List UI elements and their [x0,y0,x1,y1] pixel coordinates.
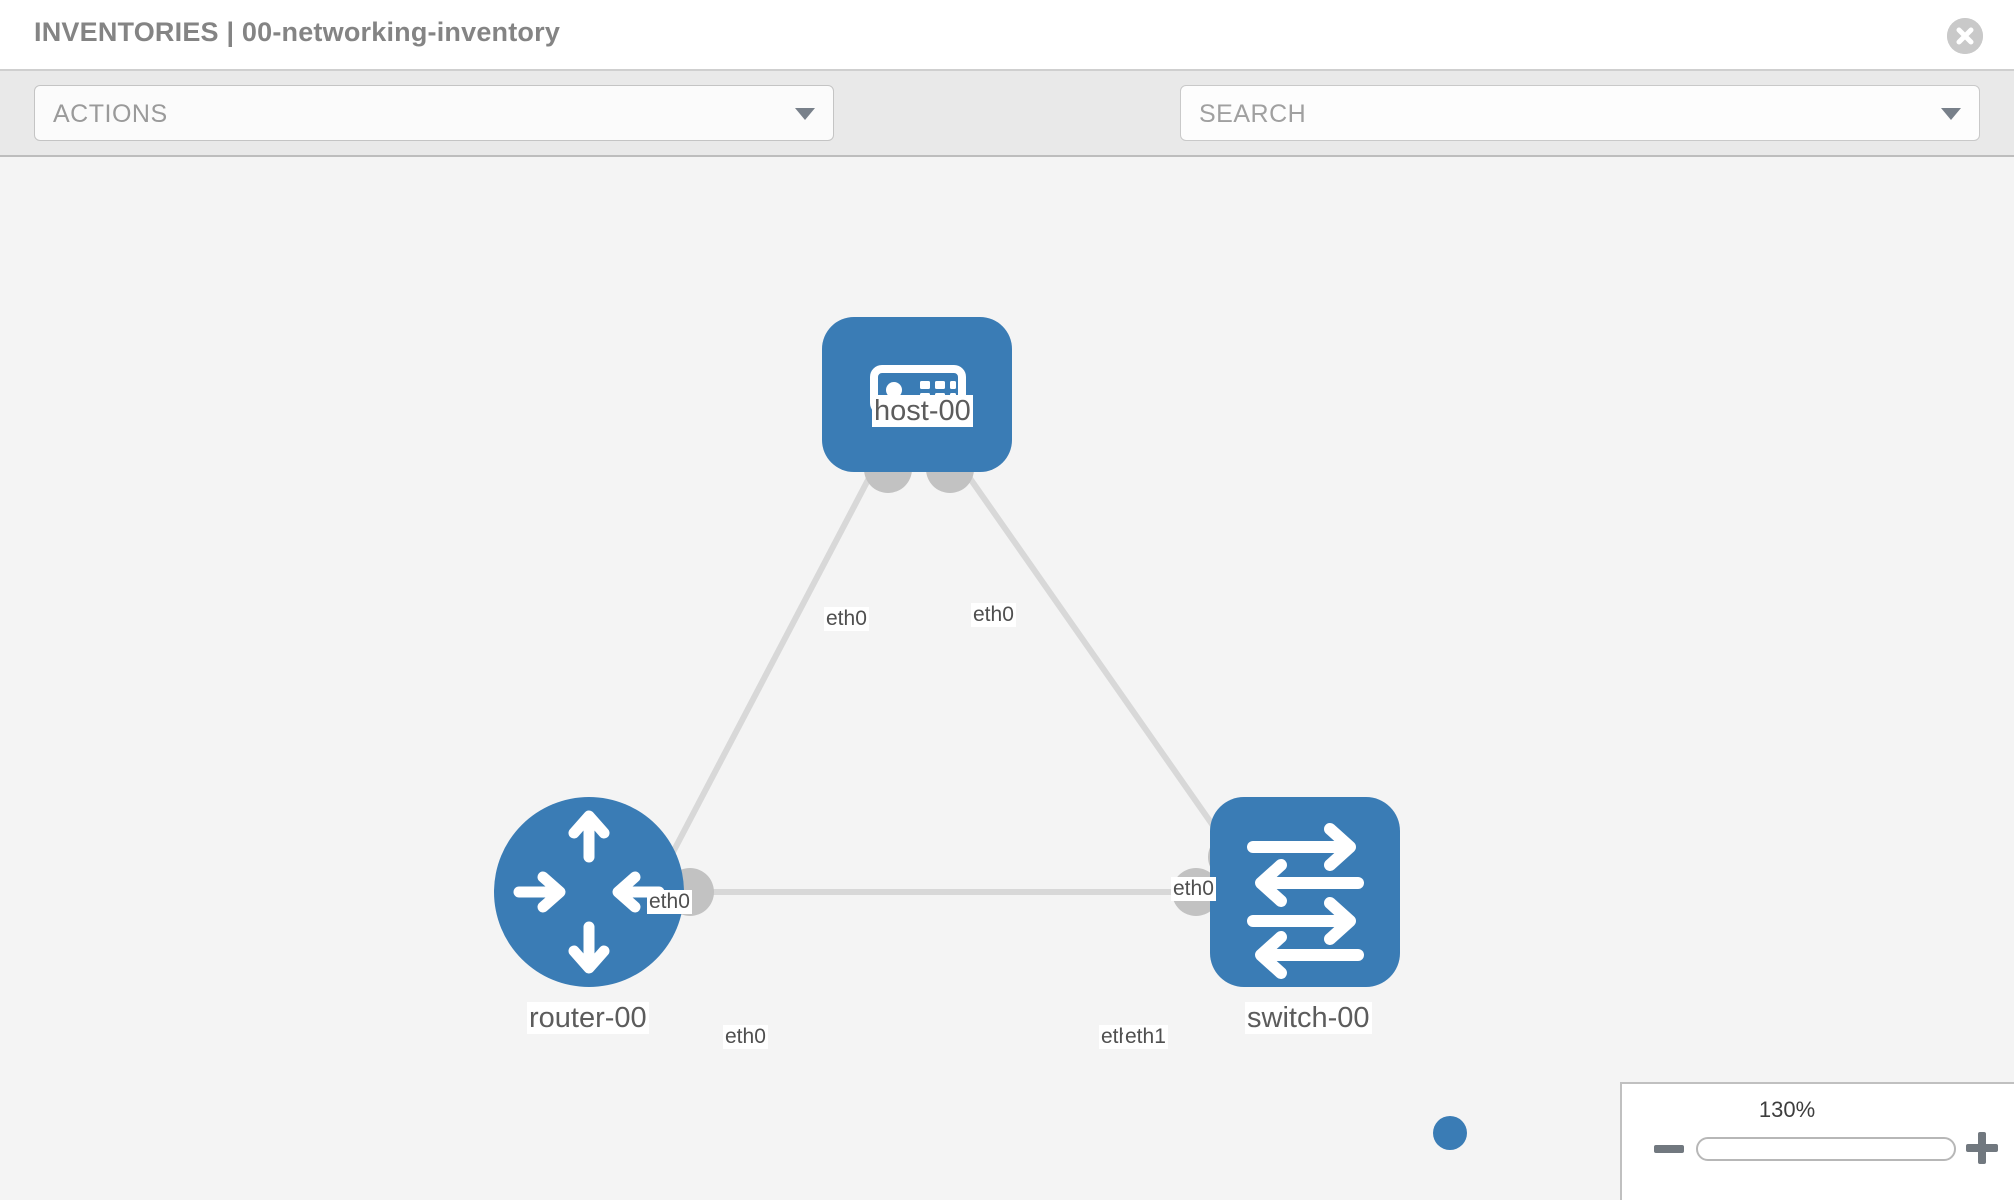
node-switch-00 [1210,797,1400,987]
page-header: INVENTORIES | 00-networking-inventory [0,0,2014,71]
topology-ports [666,445,1256,916]
node-label-host-00: host-00 [872,395,973,428]
zoom-control-panel: 130% [1620,1082,2014,1200]
zoom-level-value: 130% [1758,1097,1816,1122]
search-input[interactable]: SEARCH [1180,85,1980,141]
actions-dropdown[interactable]: ACTIONS [34,85,834,141]
node-router-00 [494,797,684,987]
router-arrows-icon [513,810,665,974]
zoom-slider-handle[interactable] [1433,1116,1467,1150]
node-label-switch-00: switch-00 [1245,1002,1372,1035]
port-label: eth0 [824,607,869,632]
link-host-switch [952,455,1238,859]
chevron-down-icon [795,108,815,120]
zoom-in-button[interactable] [1966,1132,1998,1164]
toolbar: ACTIONS SEARCH [0,71,2014,196]
topology-canvas[interactable]: host-00 router-00 switch-00 eth0 eth0 et… [0,157,2014,1200]
node-label-router-00: router-00 [527,1002,649,1035]
topology-links [657,455,1238,895]
actions-dropdown-label: ACTIONS [53,100,168,128]
port-label: eth0 [1171,877,1216,902]
link-host-router [657,455,883,879]
page-title: INVENTORIES | 00-networking-inventory [34,17,561,47]
port-label: eth0 [647,890,692,915]
zoom-slider[interactable] [1696,1137,1956,1161]
zoom-out-button[interactable] [1654,1136,1684,1162]
port-label: eth0 [723,1025,768,1050]
chevron-down-icon [1941,108,1961,120]
switch-arrows-icon [1247,823,1364,979]
port-label: eth1 [1123,1025,1168,1050]
port-label: eth0 [971,603,1016,628]
topology-graph [494,317,1400,987]
search-placeholder: SEARCH [1199,100,1307,128]
close-icon[interactable] [1947,18,1983,54]
